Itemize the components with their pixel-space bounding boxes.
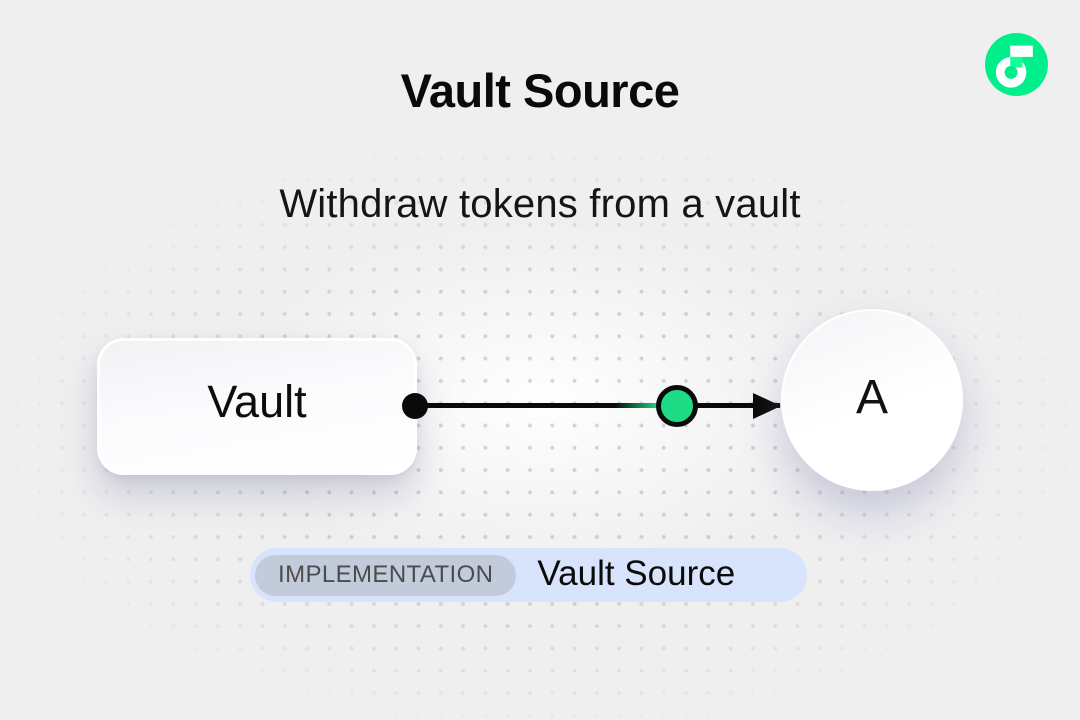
- page-subtitle: Withdraw tokens from a vault: [279, 182, 801, 226]
- connector-token-marker: [656, 385, 698, 427]
- implementation-badge: IMPLEMENTATION Vault Source: [250, 548, 807, 602]
- page-title: Vault Source: [400, 64, 680, 117]
- connector-green-fade: [615, 403, 659, 408]
- flow-logo-icon: [985, 33, 1048, 96]
- implementation-kind-pill: IMPLEMENTATION: [255, 554, 517, 596]
- vault-source-node: Vault: [97, 338, 417, 475]
- target-account-node: A: [781, 309, 963, 491]
- connector-line: [415, 403, 780, 408]
- connector-arrowhead-icon: [753, 393, 781, 419]
- target-node-label: A: [855, 370, 888, 424]
- implementation-title: Vault Source: [537, 554, 736, 593]
- vault-node-label: Vault: [207, 375, 307, 427]
- connector-start-dot: [402, 393, 428, 419]
